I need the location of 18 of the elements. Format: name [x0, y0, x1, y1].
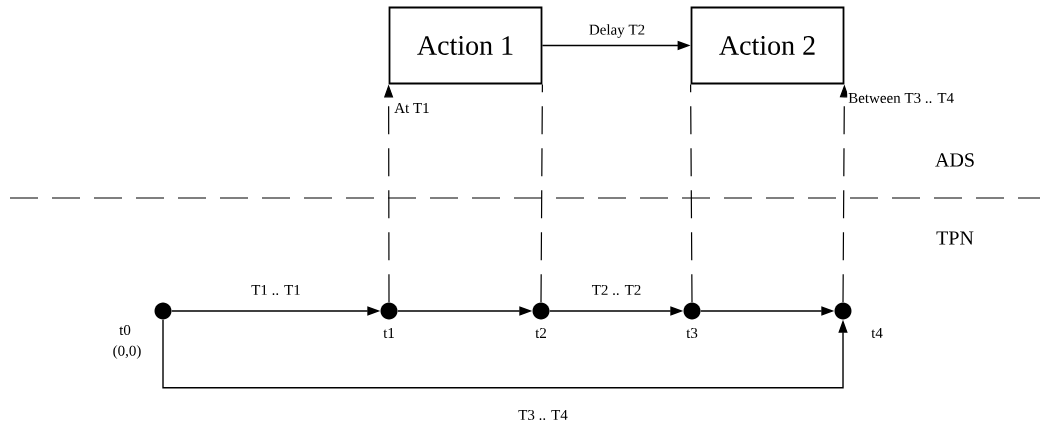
action-box: Action 2 [690, 6, 845, 85]
edge-label: Between T3 .. T4 [847, 91, 955, 105]
edge-label: At T1 [393, 102, 431, 115]
place-label: t2 [535, 327, 546, 339]
place-label: t0 [119, 324, 131, 336]
place-label: t3 [686, 327, 698, 339]
place-dot [154, 302, 172, 320]
action-box: Action 1 [388, 6, 543, 85]
edge-label: T1 .. T1 [250, 283, 302, 297]
region-label: ADS [935, 153, 974, 167]
place-label: t1 [383, 328, 394, 338]
arrow [162, 319, 848, 389]
edge-label: T3 .. T4 [517, 408, 569, 422]
edge-label: T2 .. T2 [590, 283, 643, 297]
place-label: t4 [871, 328, 883, 338]
region-label: TPN [936, 231, 974, 245]
place-label: (0,0) [113, 345, 141, 359]
edge-label: Delay T2 [587, 23, 647, 39]
